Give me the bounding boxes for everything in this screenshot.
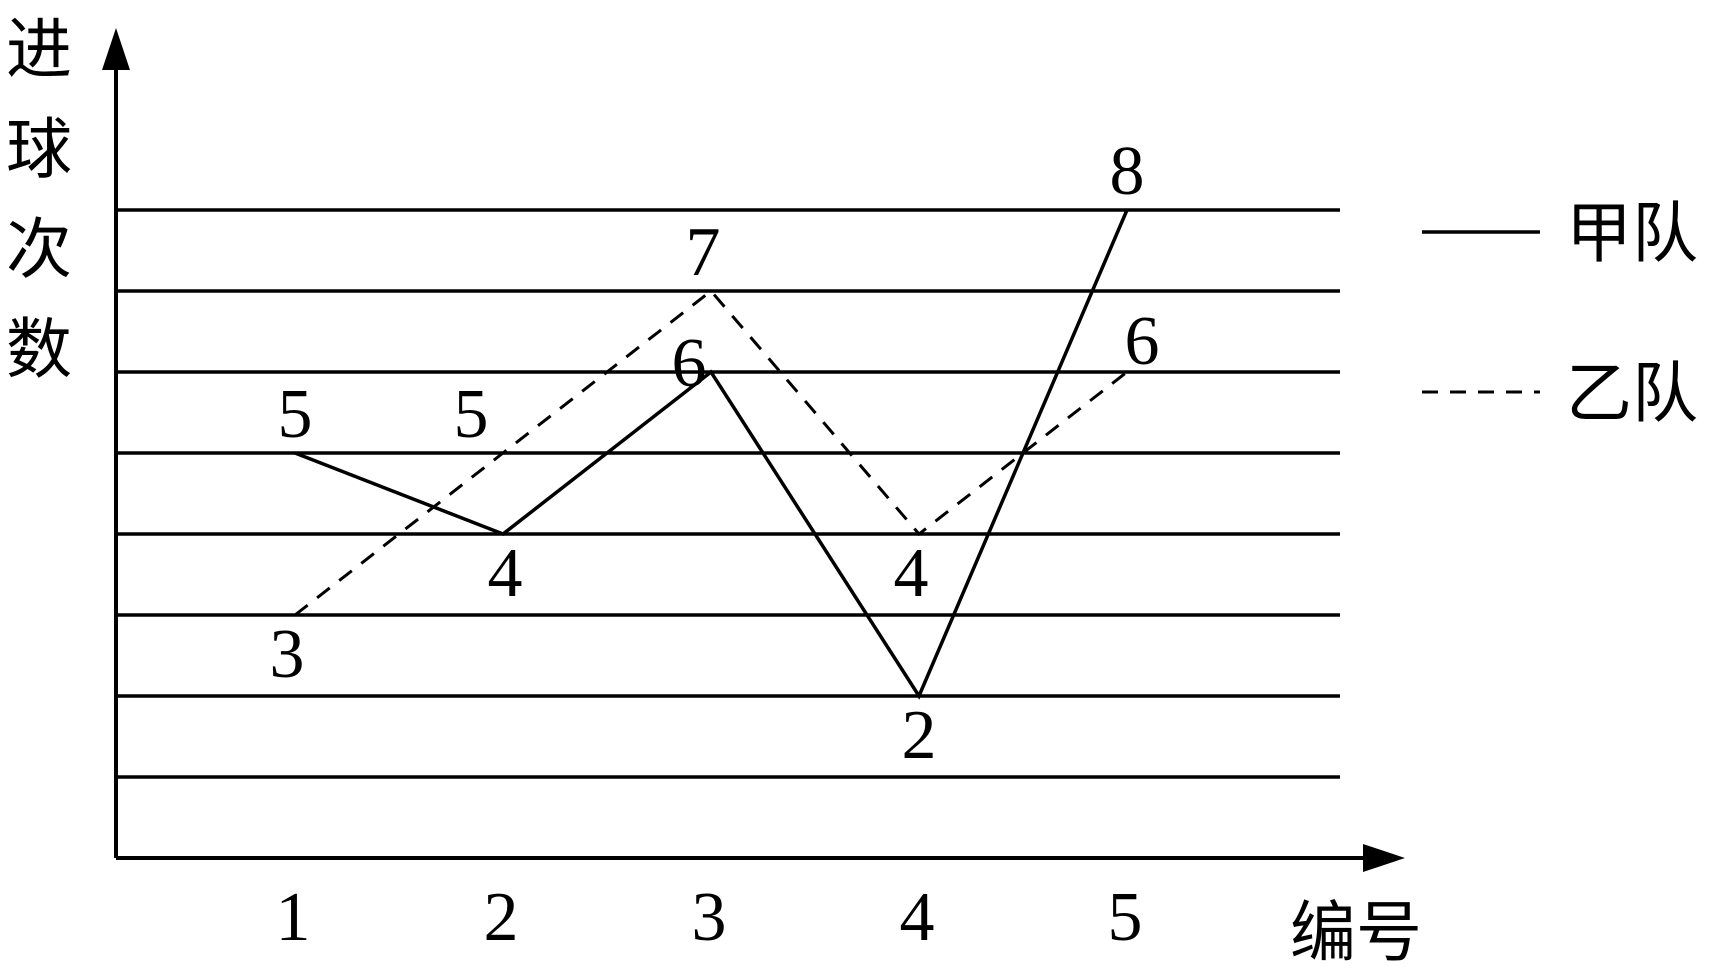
data-labels: 5 3 4 5 6 7 2 4 8 6 bbox=[270, 133, 1160, 774]
series bbox=[294, 209, 1129, 700]
data-label-jia-1: 5 bbox=[278, 376, 313, 453]
axes bbox=[102, 28, 1405, 872]
data-label-yi-2: 5 bbox=[454, 376, 489, 453]
data-label-yi-3: 7 bbox=[686, 214, 721, 291]
y-axis-arrow bbox=[102, 28, 130, 70]
legend-label-jia: 甲队 bbox=[1566, 195, 1698, 272]
y-axis-label-char: 数 bbox=[6, 311, 72, 388]
x-axis-arrow bbox=[1363, 844, 1405, 872]
x-tick-label-3: 3 bbox=[692, 879, 727, 956]
data-label-jia-3: 6 bbox=[672, 325, 707, 402]
y-axis-label: 进球次数 bbox=[6, 11, 72, 388]
legend-label-yi: 乙队 bbox=[1566, 355, 1698, 432]
data-label-jia-2: 4 bbox=[488, 535, 523, 612]
x-tick-label-5: 5 bbox=[1108, 879, 1143, 956]
x-tick-label-4: 4 bbox=[900, 879, 935, 956]
y-axis-label-char: 进 bbox=[6, 11, 72, 88]
series-line-yi bbox=[294, 288, 1128, 617]
data-label-yi-4: 4 bbox=[894, 535, 929, 612]
x-tick-labels: 1 2 3 4 5 bbox=[276, 879, 1143, 956]
x-axis-label: 编号 bbox=[1290, 894, 1422, 971]
x-tick-label-2: 2 bbox=[484, 879, 519, 956]
data-label-yi-5: 6 bbox=[1125, 303, 1160, 380]
gridlines bbox=[116, 208, 1340, 779]
data-label-jia-4: 2 bbox=[902, 697, 937, 774]
y-axis-label-char: 球 bbox=[6, 111, 72, 188]
y-axis-label-char: 次 bbox=[6, 211, 72, 288]
data-label-jia-5: 8 bbox=[1110, 133, 1145, 210]
x-tick-label-1: 1 bbox=[276, 879, 311, 956]
data-label-yi-1: 3 bbox=[270, 616, 305, 693]
